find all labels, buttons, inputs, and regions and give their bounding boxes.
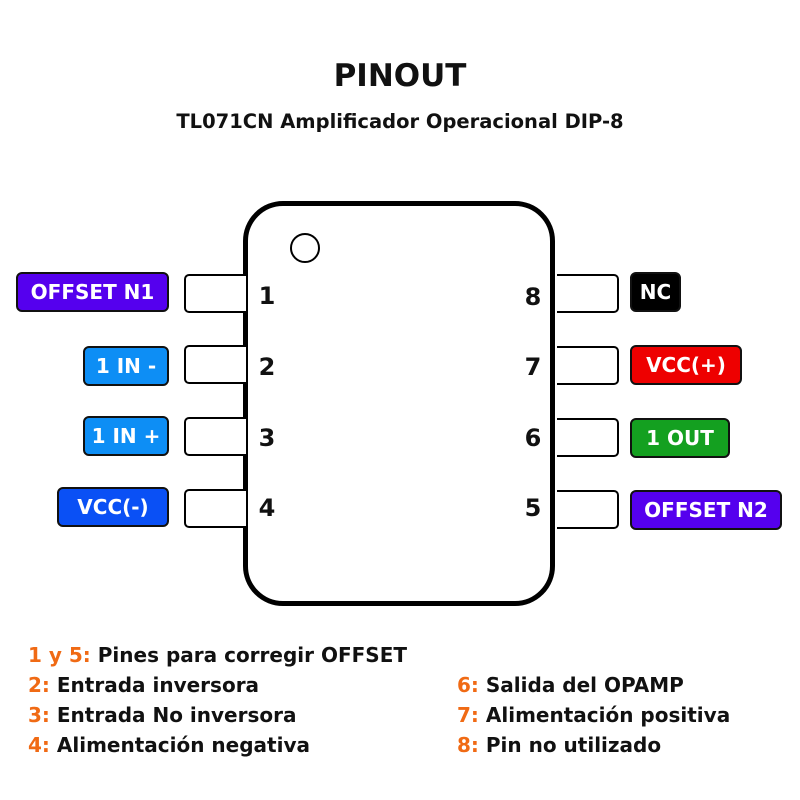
legend-item: 7: Alimentación positiva: [457, 703, 730, 727]
chip-body: [243, 201, 555, 606]
pin-1-tag: OFFSET N1: [16, 272, 169, 312]
pin-1-lead: [184, 274, 246, 313]
legend-item: 3: Entrada No inversora: [28, 703, 297, 727]
legend-key: 2:: [28, 673, 50, 697]
legend-text: Alimentación positiva: [485, 703, 731, 727]
legend-item: 8: Pin no utilizado: [457, 733, 661, 757]
pin-4-lead: [184, 489, 246, 528]
pin-3-lead: [184, 417, 246, 456]
legend-key: 4:: [28, 733, 50, 757]
pin-5-tag: OFFSET N2: [630, 490, 782, 530]
pin-3-tag: 1 IN +: [83, 416, 169, 456]
pin-8-lead: [557, 274, 619, 313]
legend-text: Entrada inversora: [56, 673, 260, 697]
pin-5-lead: [557, 490, 619, 529]
legend-item: 1 y 5: Pines para corregir OFFSET: [28, 643, 407, 667]
legend-key: 7:: [457, 703, 479, 727]
pin-1-number: 1: [258, 282, 276, 310]
pin-6-number: 6: [524, 424, 542, 452]
legend-item: 6: Salida del OPAMP: [457, 673, 684, 697]
pin-3-number: 3: [258, 424, 276, 452]
legend-key: 8:: [457, 733, 479, 757]
pin-4-number: 4: [258, 494, 276, 522]
pin-5-number: 5: [524, 494, 542, 522]
pin-7-tag: VCC(+): [630, 345, 742, 385]
legend-text: Alimentación negativa: [56, 733, 310, 757]
legend-key: 3:: [28, 703, 50, 727]
pin-8-tag: NC: [630, 272, 681, 312]
legend-item: 4: Alimentación negativa: [28, 733, 310, 757]
legend-key: 6:: [457, 673, 479, 697]
pin1-notch-icon: [290, 233, 320, 263]
pin-6-tag: 1 OUT: [630, 418, 730, 458]
pin-2-tag: 1 IN -: [83, 346, 169, 386]
page-subtitle: TL071CN Amplificador Operacional DIP-8: [176, 110, 624, 133]
pin-2-number: 2: [258, 353, 276, 381]
legend-text: Entrada No inversora: [56, 703, 297, 727]
page-title: PINOUT: [333, 58, 467, 94]
pin-8-number: 8: [524, 283, 542, 311]
pin-7-number: 7: [524, 353, 542, 381]
legend-text: Salida del OPAMP: [485, 673, 684, 697]
pin-7-lead: [557, 346, 619, 385]
legend-key: 1 y 5:: [28, 643, 91, 667]
pin-2-lead: [184, 345, 246, 384]
legend-text: Pines para corregir OFFSET: [97, 643, 408, 667]
legend-text: Pin no utilizado: [485, 733, 662, 757]
pin-4-tag: VCC(-): [57, 487, 169, 527]
legend-item: 2: Entrada inversora: [28, 673, 259, 697]
pin-6-lead: [557, 418, 619, 457]
